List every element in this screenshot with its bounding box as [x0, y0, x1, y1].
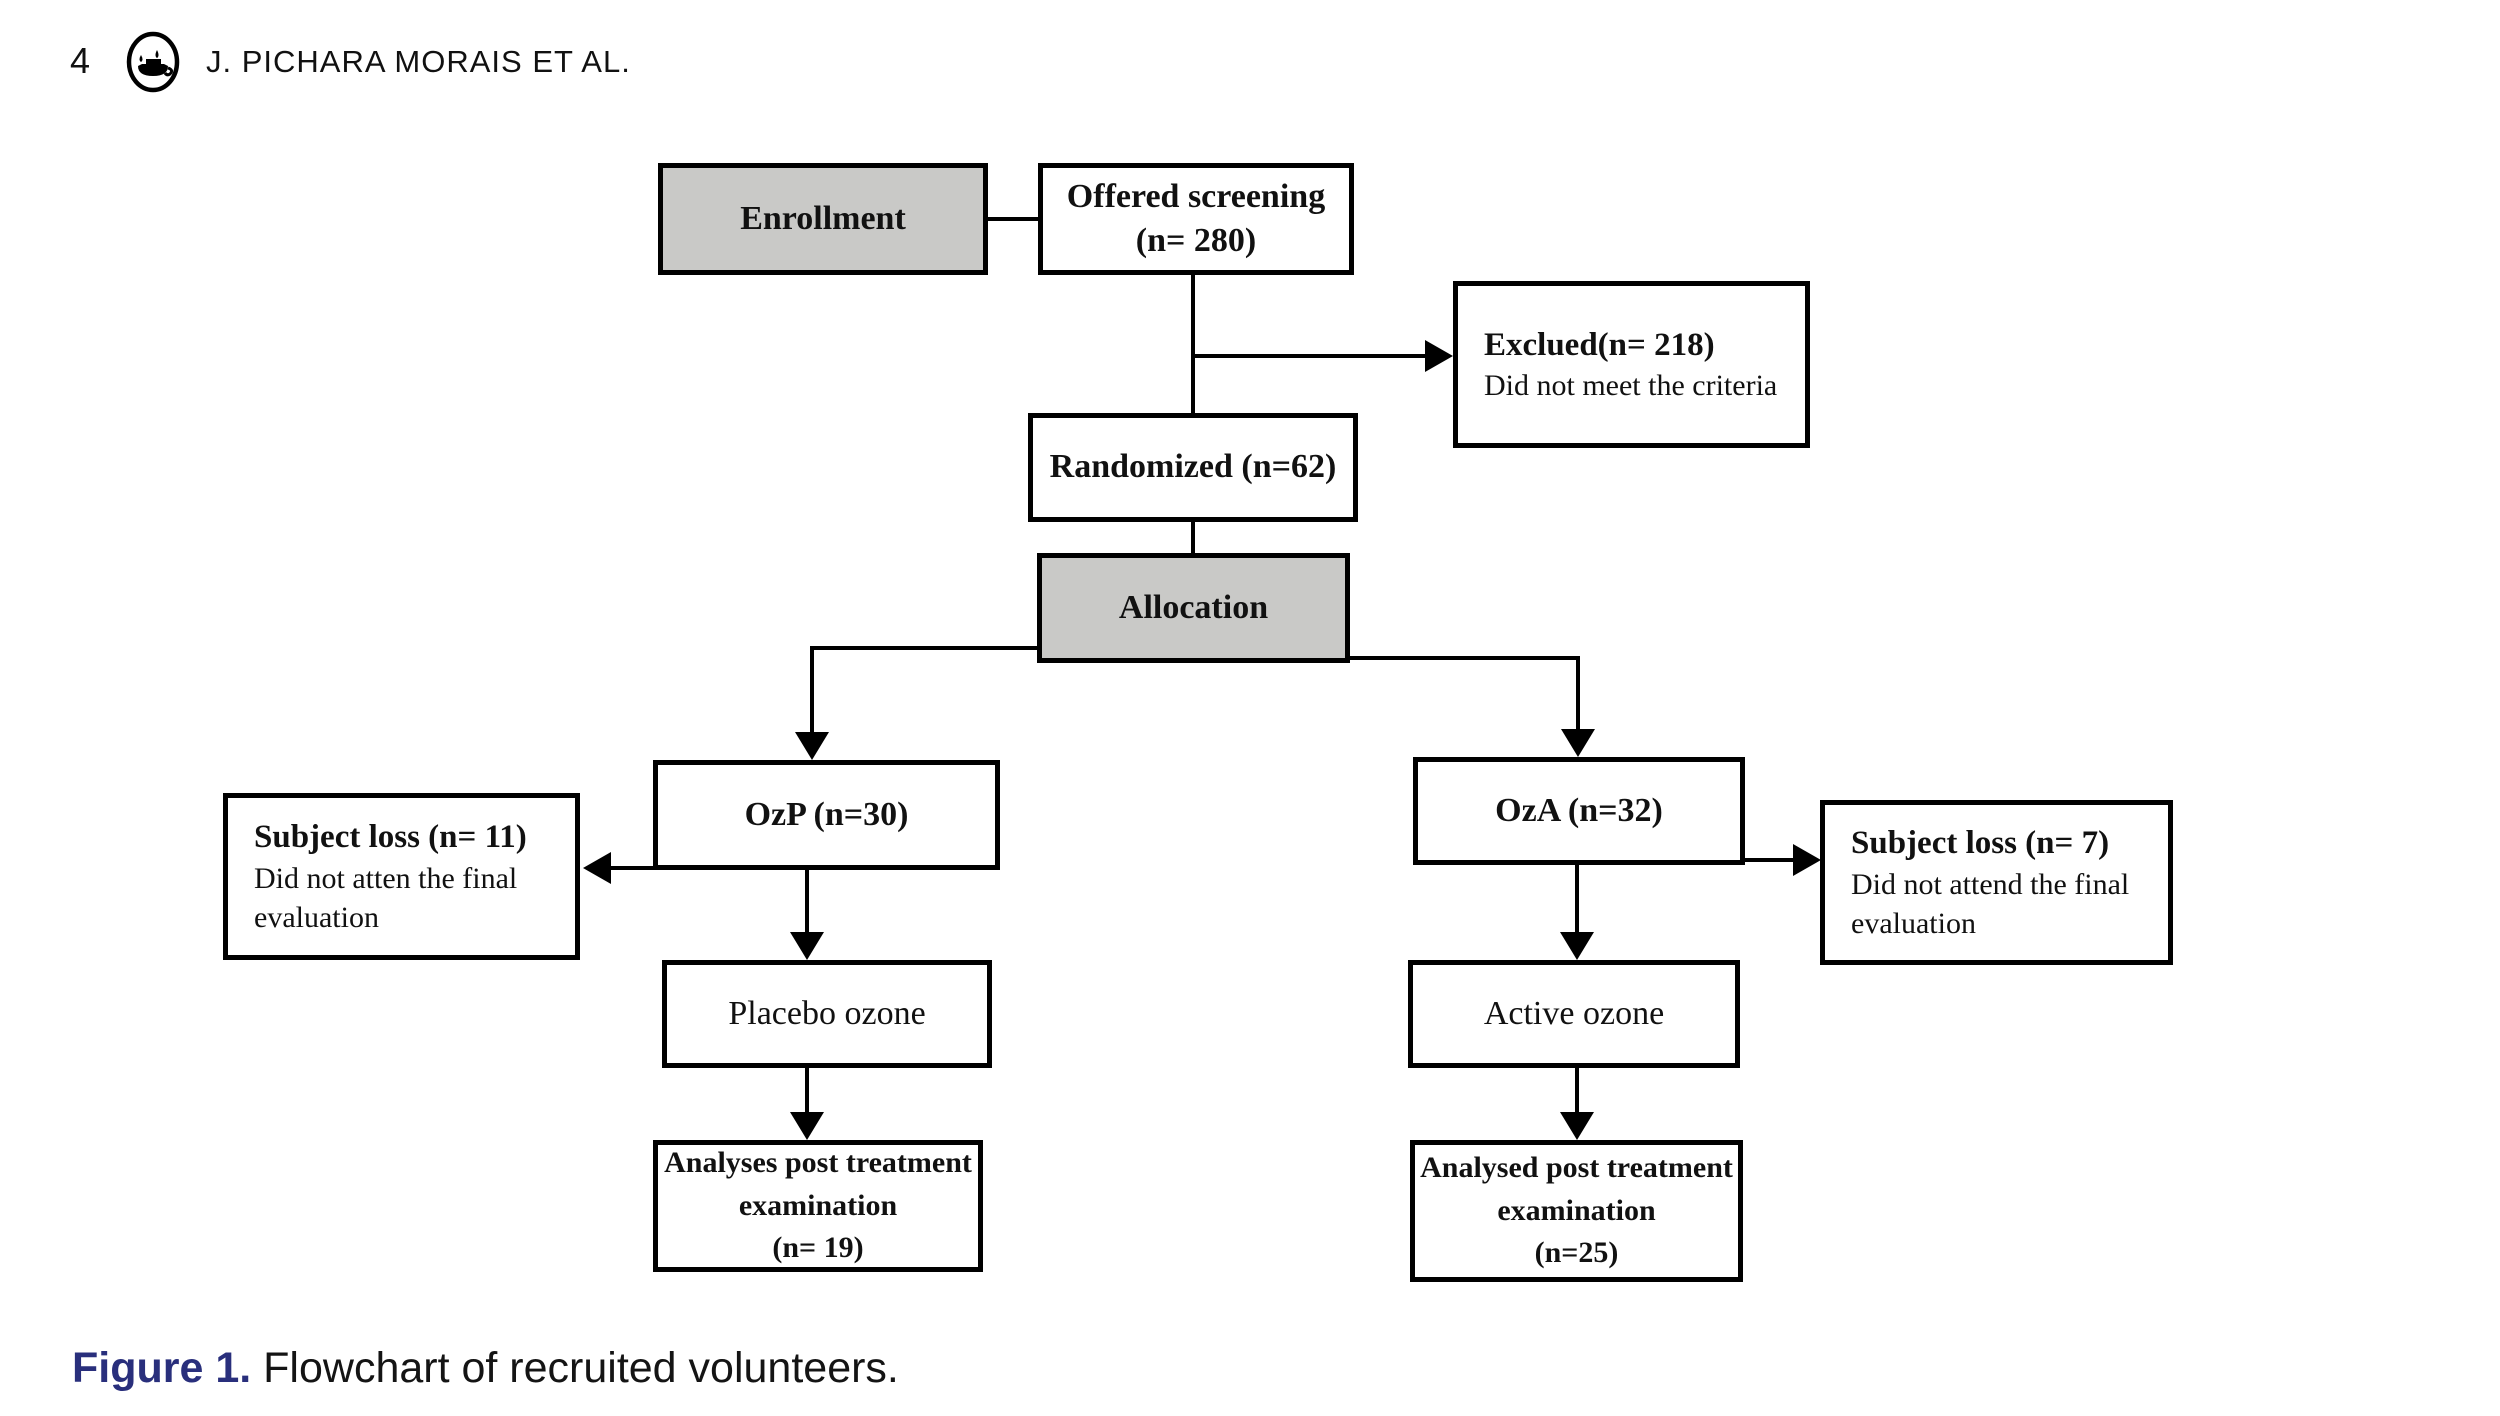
- node-subject-loss-right-desc2: evaluation: [1851, 906, 1976, 940]
- node-placebo-ozone: Placebo ozone: [662, 960, 992, 1068]
- connector-enrollment-offered: [988, 217, 1038, 221]
- arrowhead-subject-loss-left: [583, 852, 611, 884]
- arrowhead-analyses-right: [1560, 1112, 1594, 1140]
- node-placebo-ozone-label: Placebo ozone: [728, 994, 926, 1032]
- journal-logo-icon: [124, 28, 182, 101]
- node-ozp: OzP (n=30): [653, 760, 1000, 870]
- node-offered-screening-line1: Offered screening: [1066, 177, 1326, 215]
- connector-allocation-right-h: [1348, 656, 1580, 660]
- connector-oza-subjectloss: [1745, 858, 1793, 862]
- node-active-ozone: Active ozone: [1408, 960, 1740, 1068]
- arrowhead-subject-loss-right: [1793, 844, 1821, 876]
- connector-allocation-right-v: [1576, 656, 1580, 729]
- connector-allocation-left-v: [810, 646, 814, 732]
- node-randomized-label: Randomized (n=62): [1049, 448, 1337, 486]
- connector-oza-active: [1575, 865, 1579, 932]
- connector-offered-randomized: [1191, 275, 1195, 415]
- node-analyses-left-line1: Analyses post treatment: [664, 1146, 972, 1180]
- node-subject-loss-left-desc1: Did not atten the final: [254, 861, 518, 895]
- connector-to-excluded: [1191, 354, 1425, 358]
- arrowhead-excluded: [1425, 340, 1453, 372]
- connector-ozp-subjectloss: [611, 866, 655, 870]
- arrowhead-analyses-left: [790, 1112, 824, 1140]
- node-excluded-desc: Did not meet the criteria: [1484, 369, 1778, 403]
- connector-placebo-analyses: [805, 1068, 809, 1112]
- arrowhead-active: [1560, 932, 1594, 960]
- node-subject-loss-right: Subject loss (n= 7) Did not attend the f…: [1820, 800, 2173, 965]
- node-analyses-right-line2: examination: [1497, 1193, 1656, 1227]
- node-oza: OzA (n=32): [1413, 757, 1745, 865]
- node-ozp-label: OzP (n=30): [744, 795, 909, 833]
- node-excluded-title: Exclued(n= 218): [1484, 326, 1715, 363]
- figure-caption-text: Flowchart of recruited volunteers.: [263, 1344, 899, 1392]
- figure-caption-label: Figure 1.: [72, 1344, 252, 1392]
- node-subject-loss-right-desc1: Did not attend the final: [1851, 867, 2130, 901]
- node-analyses-right-line1: Analysed post treatment: [1420, 1151, 1733, 1185]
- connector-active-analyses: [1575, 1068, 1579, 1112]
- node-offered-screening: Offered screening (n= 280): [1038, 163, 1354, 275]
- node-subject-loss-left: Subject loss (n= 11) Did not atten the f…: [223, 793, 580, 960]
- arrowhead-ozp: [795, 732, 829, 760]
- node-excluded: Exclued(n= 218) Did not meet the criteri…: [1453, 281, 1810, 448]
- node-oza-label: OzA (n=32): [1495, 791, 1663, 829]
- node-analyses-right-line3: (n=25): [1534, 1236, 1619, 1270]
- node-randomized: Randomized (n=62): [1028, 413, 1358, 522]
- arrowhead-placebo: [790, 932, 824, 960]
- node-enrollment-label: Enrollment: [740, 199, 906, 237]
- node-subject-loss-left-title: Subject loss (n= 11): [254, 819, 527, 856]
- node-analyses-left-line3: (n= 19): [772, 1231, 864, 1265]
- connector-allocation-left-h: [810, 646, 1039, 650]
- node-analyses-right: Analysed post treatment examination (n=2…: [1410, 1140, 1743, 1282]
- node-offered-screening-line2: (n= 280): [1135, 222, 1257, 259]
- running-head-authors: J. PICHARA MORAIS ET AL.: [206, 44, 631, 79]
- connector-randomized-allocation: [1191, 522, 1195, 555]
- node-analyses-left: Analyses post treatment examination (n= …: [653, 1140, 983, 1272]
- page-number: 4: [70, 40, 91, 81]
- node-allocation: Allocation: [1037, 553, 1350, 663]
- arrowhead-oza: [1561, 729, 1595, 757]
- connector-ozp-placebo: [805, 870, 809, 932]
- node-active-ozone-label: Active ozone: [1483, 994, 1665, 1032]
- figure-caption: Figure 1. Flowchart of recruited volunte…: [72, 1344, 899, 1393]
- node-analyses-left-line2: examination: [738, 1188, 898, 1222]
- node-allocation-label: Allocation: [1118, 588, 1269, 626]
- node-subject-loss-left-desc2: evaluation: [254, 900, 379, 934]
- node-enrollment: Enrollment: [658, 163, 988, 275]
- node-subject-loss-right-title: Subject loss (n= 7): [1851, 825, 2110, 862]
